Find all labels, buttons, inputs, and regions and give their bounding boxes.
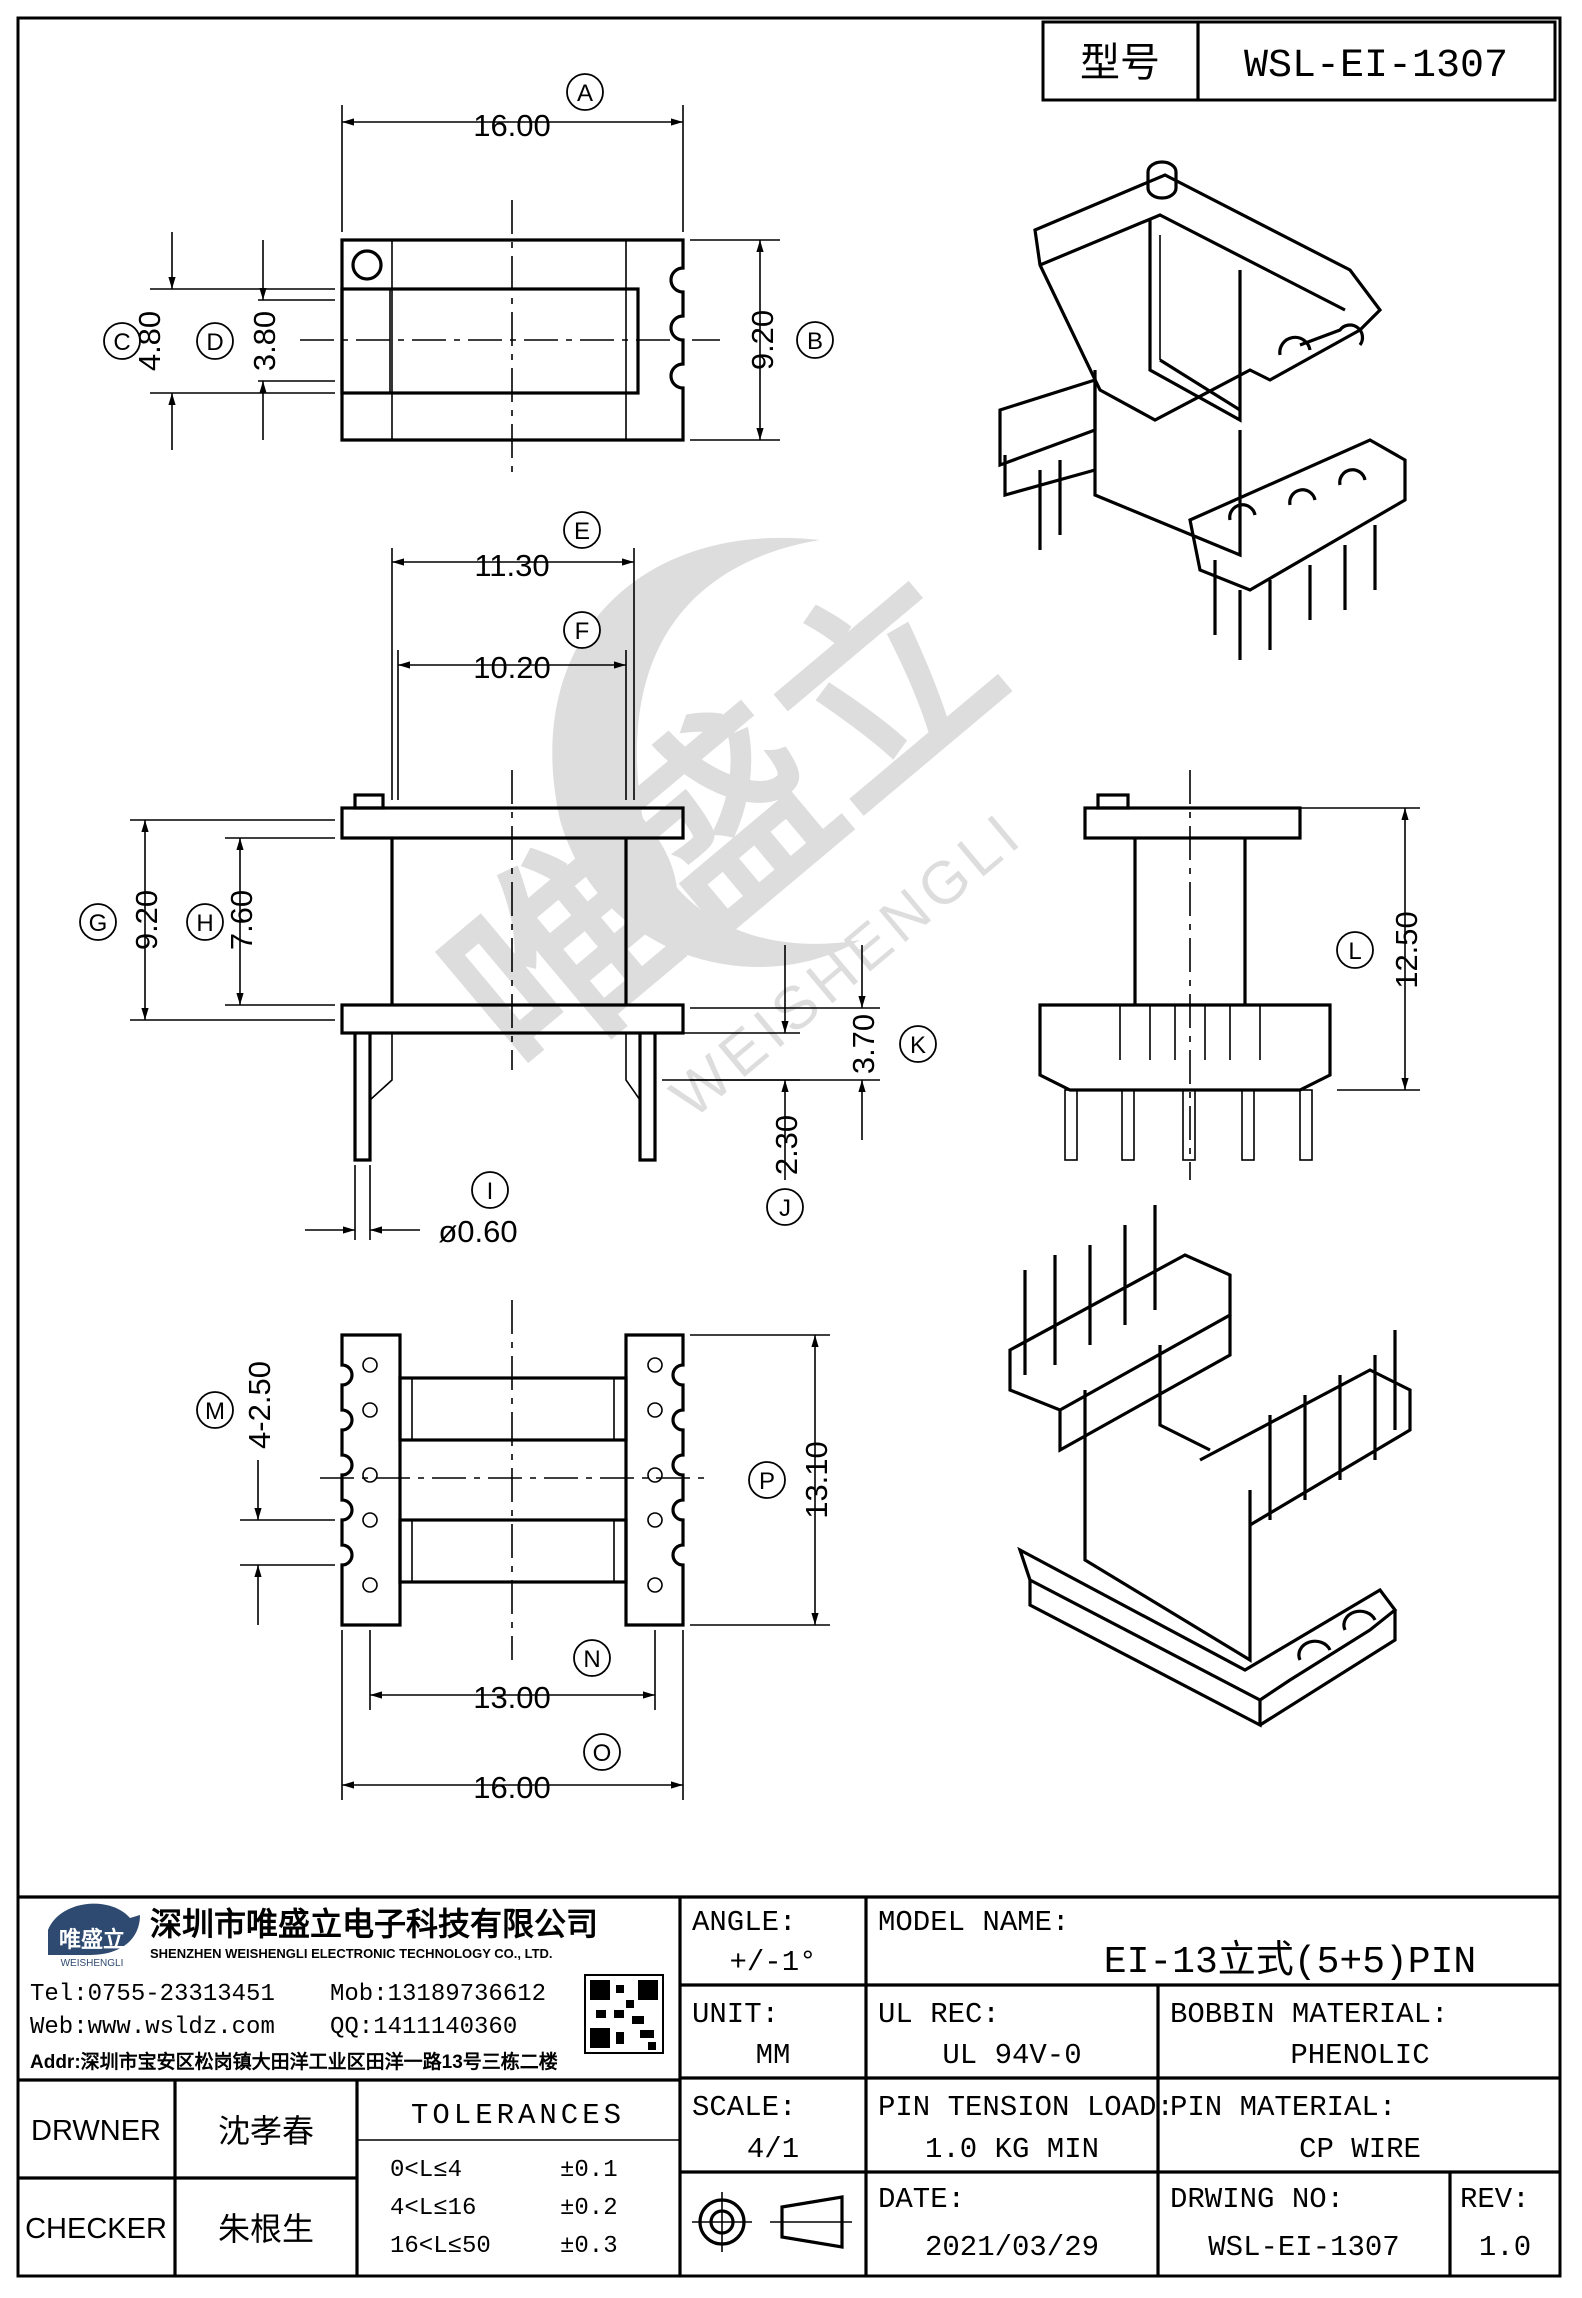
dim-k-value: 3.70: [846, 1014, 881, 1074]
bobbin-label: BOBBIN MATERIAL:: [1170, 1998, 1448, 2031]
label-a: A: [577, 80, 593, 107]
dim-m-value: 4-2.50: [242, 1361, 277, 1449]
qr-code: [584, 1974, 664, 2054]
dim-d-value: 3.80: [247, 311, 282, 371]
model-label: 型号: [1080, 41, 1160, 85]
bobbin-value: PHENOLIC: [1290, 2039, 1429, 2072]
dim-b-value: 9.20: [745, 310, 780, 370]
label-e: E: [574, 518, 590, 545]
drawing-no-value: WSL-EI-1307: [1208, 2231, 1399, 2264]
watermark-swoosh: [552, 537, 860, 967]
label-c: C: [113, 329, 130, 356]
tol-range-1: 0<L≤4: [390, 2157, 462, 2184]
addr: Addr:深圳市宝安区松岗镇大田洋工业区田洋一路13号三栋二楼: [30, 2050, 558, 2073]
drawer-value: 沈孝春: [218, 2113, 314, 2149]
label-n: N: [583, 1646, 600, 1673]
model-box: 型号 WSL-EI-1307: [1041, 20, 1557, 102]
qq: QQ:1411140360: [330, 2014, 517, 2041]
logo-text: 唯盛立: [59, 1927, 125, 1952]
label-b: B: [807, 328, 823, 355]
pin-tension-label: PIN TENSION LOAD:: [878, 2091, 1174, 2124]
side-view: 12.50 L: [1038, 770, 1424, 1180]
company-en: SHENZHEN WEISHENGLI ELECTRONIC TECHNOLOG…: [150, 1946, 553, 1961]
rev-label: REV:: [1460, 2183, 1530, 2216]
tol-value-2: ±0.2: [560, 2195, 618, 2222]
scale-label: SCALE:: [692, 2091, 796, 2124]
rev-value: 1.0: [1479, 2231, 1531, 2264]
dim-f-value: 10.20: [473, 650, 551, 685]
mob: Mob:13189736612: [330, 1981, 546, 2008]
tol-range-2: 4<L≤16: [390, 2195, 476, 2222]
dim-j-value: 2.30: [769, 1115, 804, 1175]
drawer-label: DRWNER: [31, 2115, 161, 2147]
tolerances-label: TOLERANCES: [411, 2099, 625, 2132]
angle-label: ANGLE:: [692, 1906, 796, 1939]
dim-n-value: 13.00: [473, 1680, 551, 1715]
checker-label: CHECKER: [25, 2213, 167, 2245]
company-cn: 深圳市唯盛立电子科技有限公司: [150, 1906, 598, 1942]
angle-value: +/-1°: [729, 1946, 816, 1979]
dim-l-value: 12.50: [1389, 911, 1424, 989]
model-name-label: MODEL NAME:: [878, 1906, 1069, 1939]
dim-e-value: 11.30: [474, 548, 549, 583]
model-name-value: EI-13立式(5+5)PIN: [1104, 1939, 1476, 1984]
checker-value: 朱根生: [218, 2211, 314, 2247]
iso-view-bottom: [1008, 1205, 1412, 1728]
label-l: L: [1348, 938, 1361, 965]
label-h: H: [196, 910, 213, 937]
label-g: G: [89, 910, 108, 937]
ul-value: UL 94V-0: [942, 2039, 1081, 2072]
label-f: F: [575, 618, 590, 645]
bottom-view: 13.10 P 4-2.50 M 13.00 N 16.00 O: [196, 1300, 834, 1805]
model-value: WSL-EI-1307: [1244, 44, 1508, 89]
tol-value-3: ±0.3: [560, 2233, 618, 2260]
pin-material-label: PIN MATERIAL:: [1170, 2091, 1396, 2124]
watermark: 唯盛立 WEISHENGLI: [407, 532, 1041, 1130]
drawing-no-label: DRWING NO:: [1170, 2183, 1344, 2216]
label-d: D: [206, 329, 223, 356]
dim-h-value: 7.60: [224, 890, 259, 950]
unit-label: UNIT:: [692, 1998, 779, 2031]
projection-symbol-icon: [692, 2192, 852, 2252]
dim-g-value: 9.20: [129, 890, 164, 950]
tol-value-1: ±0.1: [560, 2157, 618, 2184]
iso-view-top: [998, 160, 1407, 660]
logo-sub: WEISHENGLI: [61, 1958, 124, 1969]
label-m: M: [205, 1398, 225, 1425]
date-value: 2021/03/29: [925, 2231, 1099, 2264]
label-p: P: [759, 1468, 775, 1495]
label-j: J: [779, 1195, 791, 1222]
label-k: K: [910, 1032, 926, 1059]
label-o: O: [593, 1740, 612, 1767]
front-view: 11.30 E 10.20 F 9.20 G 7.60 H 3.70 K: [79, 511, 937, 1249]
sheet-border: [16, 16, 1562, 2278]
date-label: DATE:: [878, 2183, 965, 2216]
dim-i-value: ø0.60: [438, 1214, 517, 1249]
ul-label: UL REC:: [878, 1998, 1000, 2031]
dim-o-value: 16.00: [473, 1770, 551, 1805]
dim-a-value: 16.00: [473, 108, 551, 143]
pin-material-value: CP WIRE: [1299, 2133, 1421, 2166]
scale-value: 4/1: [747, 2133, 799, 2166]
title-block: 唯盛立 WEISHENGLI 深圳市唯盛立电子科技有限公司 SHENZHEN W…: [18, 1895, 1560, 2276]
web: Web:www.wsldz.com: [30, 2014, 275, 2041]
dim-p-value: 13.10: [799, 1441, 834, 1519]
tel: Tel:0755-23313451: [30, 1981, 275, 2008]
top-view: 16.00 A 9.20 B 4.80 C 3.80 D: [103, 73, 834, 480]
tol-range-3: 16<L≤50: [390, 2233, 491, 2260]
company-logo: 唯盛立 WEISHENGLI: [48, 1903, 140, 1969]
unit-value: MM: [756, 2039, 791, 2072]
pin-tension-value: 1.0 KG MIN: [925, 2133, 1099, 2166]
label-i: I: [487, 1178, 494, 1205]
